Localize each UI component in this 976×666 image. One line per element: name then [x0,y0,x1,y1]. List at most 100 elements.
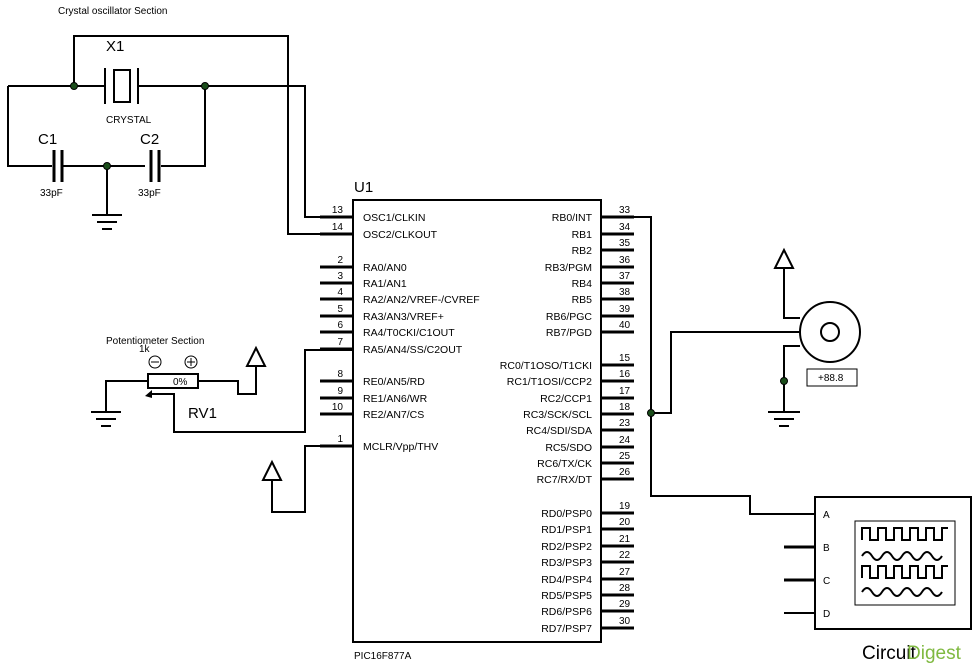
mcu-pin-number: 24 [619,435,631,446]
motor-readout-box [806,368,858,387]
capacitor-c2 [149,150,161,182]
ground-symbol [92,214,122,230]
mcu-pin-name: RE1/AN6/WR [363,393,428,405]
scope-channel-label: C [823,576,830,587]
junction-dot [70,82,78,90]
mcu-pin-number: 36 [619,255,631,266]
brand-logo: Circuit Digest [862,643,962,664]
mcu-pin-number: 38 [619,287,631,298]
junction-dot [780,377,788,385]
pot-ref: RV1 [188,405,217,422]
mcu-pin-number: 17 [619,386,631,397]
motor-readout: +88.8 [818,373,844,384]
mcu-pin-name: RA2/AN2/VREF-/CVREF [363,294,480,306]
mcu-pin-number: 13 [332,205,344,216]
mcu-pin-number: 26 [619,467,631,478]
power-arrow-symbol [773,247,795,269]
c2-ref: C2 [140,131,159,148]
mcu-pin-name: OSC2/CLKOUT [363,229,438,241]
c2-value: 33pF [138,188,161,199]
mcu-pin-name: RD2/PSP2 [541,541,592,553]
mcu-pin-name: RB7/PGD [546,327,593,339]
pot-wiring [105,356,257,412]
mcu-pin-name: RD0/PSP0 [541,508,592,520]
junction-dot [647,409,655,417]
mcu-pin-name: RB2 [572,245,593,257]
mcu-pin-number: 10 [332,402,344,413]
mcu-pin-number: 37 [619,271,631,282]
mcu-left-pins: 13OSC1/CLKIN14OSC2/CLKOUT2RA0/AN03RA1/AN… [320,205,480,453]
brand-circuit: Circuit [862,643,917,664]
capacitor-c1 [52,150,64,182]
mcu-pin-name: RB4 [572,278,593,290]
mcu-pin-number: 33 [619,205,631,216]
mcu-pin-number: 39 [619,304,631,315]
mcu-pin-name: RC0/T1OSO/T1CKI [500,360,592,372]
crystal-oscillator-wiring [7,35,353,235]
mcu-pin-number: 7 [337,337,343,348]
mcu-pin-name: RB0/INT [552,212,593,224]
oscilloscope [784,496,972,630]
ground-symbol [91,411,121,427]
mcu-pin-number: 1 [337,434,343,445]
mcu-pin-name: RD7/PSP7 [541,623,592,635]
mcu-pin-name: RD3/PSP3 [541,557,592,569]
mcu-pin-name: MCLR/Vpp/THV [363,441,438,453]
junction-dot [201,82,209,90]
mcu-pin-number: 18 [619,402,631,413]
mcu-pin-number: 19 [619,501,631,512]
mcu-pin-number: 15 [619,353,631,364]
mcu-pin-name: RC2/CCP1 [540,393,592,405]
mcu-pin-number: 25 [619,451,631,462]
mcu-pin-number: 4 [337,287,343,298]
crystal-section-title: Crystal oscillator Section [58,6,167,17]
power-arrow-symbol [245,345,267,367]
mcu-pin-name: RD5/PSP5 [541,590,592,602]
crystal-value: CRYSTAL [106,115,152,126]
mcu-pin-name: RA5/AN4/SS/C2OUT [363,344,463,356]
mcu-pin-name: RE0/AN5/RD [363,376,425,388]
mclr-wiring [261,445,353,513]
mcu-pin-number: 27 [619,567,631,578]
mcu-pin-number: 9 [337,386,343,397]
mcu-pin-name: RD6/PSP6 [541,606,592,618]
mcu-pin-number: 21 [619,534,631,545]
mcu-pin-name: RE2/AN7/CS [363,409,424,421]
mcu-pin-number: 34 [619,222,631,233]
mcu-part: PIC16F877A [354,651,412,662]
mcu-pin-number: 14 [332,222,344,233]
scope-channel-label: D [823,609,830,620]
mcu-pin-number: 28 [619,583,631,594]
mcu-pin-name: RC3/SCK/SCL [523,409,592,421]
brand-digest: Digest [907,643,962,664]
mcu-pin-name: OSC1/CLKIN [363,212,425,224]
mcu-pin-number: 40 [619,320,631,331]
mcu-pin-name: RC6/TX/CK [537,458,592,470]
output-wiring [601,216,815,515]
mcu-pin-name: RA0/AN0 [363,262,407,274]
scope-channel-label: B [823,543,830,554]
mcu-pin-number: 30 [619,616,631,627]
mcu-right-pins: 33RB0/INT34RB135RB236RB3/PGM37RB438RB539… [500,205,634,635]
mcu-pin-number: 3 [337,271,343,282]
mcu-pin-name: RD1/PSP1 [541,524,592,536]
mcu-pin-name: RD4/PSP4 [541,574,592,586]
mcu-pin-number: 16 [619,369,631,380]
mcu-pin-number: 5 [337,304,343,315]
pot-percent: 0% [173,377,188,388]
scope-channel-label: A [823,510,830,521]
mcu-pin-number: 20 [619,517,631,528]
ground-symbol [768,411,800,427]
mcu-pin-name: RB1 [572,229,593,241]
mcu-pin-name: RC7/RX/DT [537,474,593,486]
c1-ref: C1 [38,131,57,148]
junction-dot [103,162,111,170]
c1-value: 33pF [40,188,63,199]
mcu-pin-number: 22 [619,550,631,561]
mcu-ref: U1 [354,179,373,196]
mcu-pin-number: 6 [337,320,343,331]
mcu-pin-number: 29 [619,599,631,610]
mcu-body [352,199,602,643]
mcu-pin-number: 23 [619,418,631,429]
